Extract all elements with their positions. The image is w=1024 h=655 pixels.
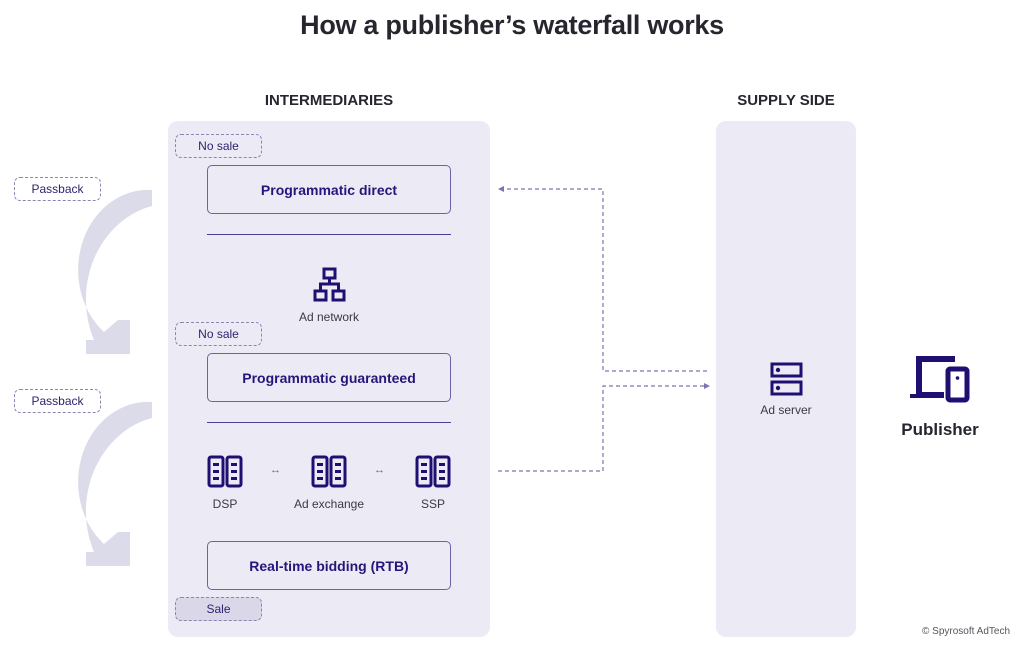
- publisher-label: Publisher: [901, 420, 979, 439]
- passback-arrow-2: [78, 401, 152, 566]
- passback-tag: Passback: [14, 177, 101, 201]
- bidirectional-arrow-icon: ↔: [374, 464, 385, 476]
- programmatic-guaranteed-box: Programmatic guaranteed: [207, 353, 451, 402]
- divider: [207, 234, 451, 236]
- sale-tag: Sale: [175, 597, 262, 621]
- ssp-server-rack-icon: [415, 455, 451, 488]
- ad-exchange-label: Ad exchange: [293, 497, 365, 511]
- copyright-text: © Spyrosoft AdTech: [922, 626, 1010, 637]
- network-hierarchy-icon: [313, 267, 346, 302]
- ad-server-icon: [770, 362, 803, 396]
- supply-side-heading: SUPPLY SIDE: [737, 92, 835, 109]
- divider: [207, 422, 451, 424]
- dsp-server-rack-icon: [207, 455, 243, 488]
- no-sale-tag: No sale: [175, 134, 262, 158]
- programmatic-direct-box: Programmatic direct: [207, 165, 451, 214]
- ad-network-label: Ad network: [298, 310, 360, 324]
- bidirectional-arrow-icon: ↔: [270, 464, 281, 476]
- passback-arrow-1: [78, 189, 152, 354]
- ad-exchange-server-rack-icon: [311, 455, 347, 488]
- passback-tag: Passback: [14, 389, 101, 413]
- intermediaries-panel: [168, 121, 490, 637]
- ssp-label: SSP: [420, 497, 445, 511]
- ad-server-label: Ad server: [760, 403, 812, 417]
- arrowhead-left: [498, 186, 504, 192]
- arrowhead-right: [704, 383, 710, 389]
- diagram-title: How a publisher’s waterfall works: [300, 10, 724, 40]
- publisher-devices-icon: [910, 356, 970, 403]
- connector-rtb-to-adserver: [498, 385, 706, 472]
- supply-side-panel: [716, 121, 856, 637]
- intermediaries-heading: INTERMEDIARIES: [264, 92, 394, 109]
- rtb-box: Real-time bidding (RTB): [207, 541, 451, 590]
- connector-direct-to-adserver: [500, 188, 708, 372]
- no-sale-tag: No sale: [175, 322, 262, 346]
- dsp-label: DSP: [212, 497, 238, 511]
